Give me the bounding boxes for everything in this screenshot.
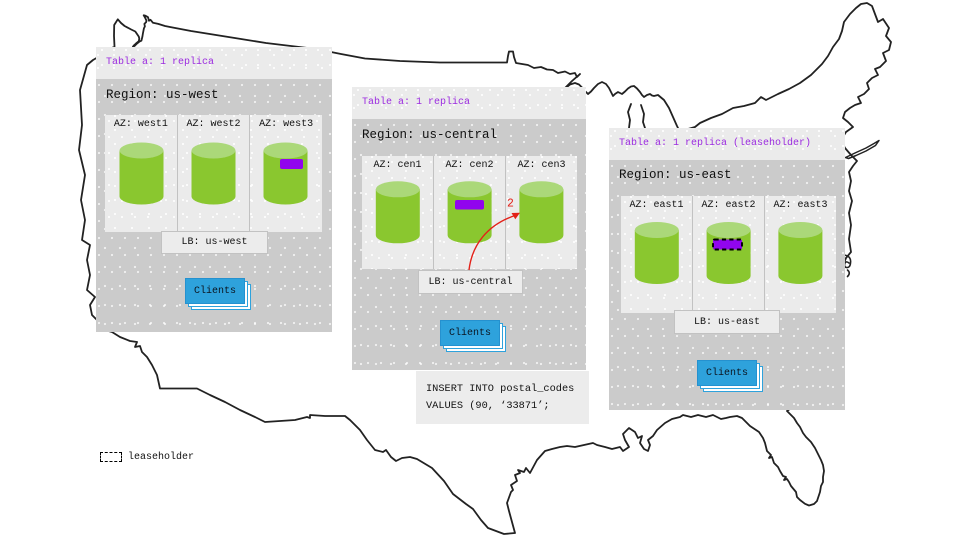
svg-text:2: 2 bbox=[507, 198, 514, 211]
